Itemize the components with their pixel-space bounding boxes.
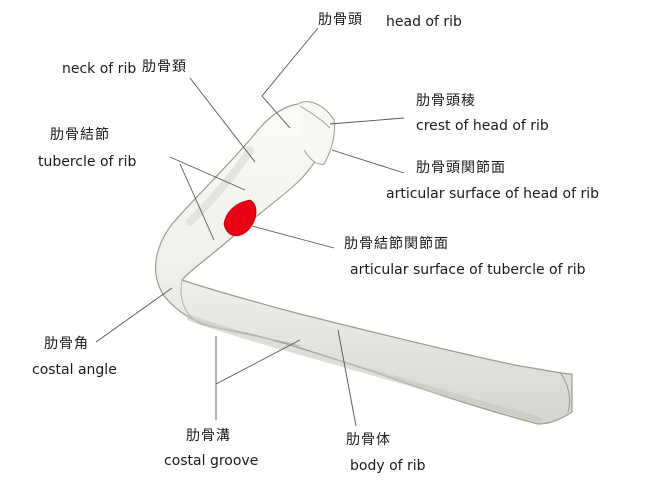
rib-head-end: [297, 101, 335, 165]
label-head-of-rib-jp: 肋骨頭: [318, 12, 363, 28]
leader-lines: [95, 27, 405, 427]
rib-shading-neck: [186, 146, 254, 226]
label-neck-of-rib-en: neck of rib: [62, 61, 137, 77]
label-articular-tubercle-jp: 肋骨結節関節面: [344, 236, 449, 252]
leader-head-of-rib: [261, 27, 319, 129]
rib-sternal-end: [559, 371, 571, 413]
label-articular-head-en: articular surface of head of rib: [386, 186, 599, 202]
label-body-of-rib-jp: 肋骨体: [346, 432, 391, 448]
label-costal-groove-jp: 肋骨溝: [186, 428, 231, 444]
label-tubercle-jp: 肋骨結節: [50, 127, 110, 143]
leader-tubercle: [169, 156, 246, 191]
leader-articular-head: [331, 149, 405, 174]
label-neck-of-rib-jp: 肋骨頚: [142, 59, 187, 75]
leader-tubercle-2: [179, 163, 215, 241]
label-crest-of-head-en: crest of head of rib: [416, 118, 549, 134]
label-body-of-rib-en: body of rib: [350, 458, 426, 474]
leader-costal-angle: [95, 287, 173, 343]
crest-of-head-line: [299, 105, 331, 129]
label-head-of-rib-en: head of rib: [386, 14, 462, 30]
label-articular-head-jp: 肋骨頭関節面: [416, 160, 506, 176]
rib-shading-lower: [187, 315, 543, 423]
leader-neck-of-rib: [189, 77, 256, 163]
label-articular-tubercle-en: articular surface of tubercle of rib: [350, 262, 586, 278]
leader-crest-of-head: [329, 117, 405, 125]
leader-body-of-rib: [337, 329, 357, 427]
label-costal-angle-jp: 肋骨角: [44, 336, 89, 352]
label-tubercle-en: tubercle of rib: [38, 154, 137, 170]
leader-costal-groove-2: [215, 339, 301, 385]
label-crest-of-head-jp: 肋骨頭稜: [416, 93, 476, 109]
leader-articular-tubercle: [251, 225, 335, 249]
rib-bone: [154, 102, 573, 425]
label-costal-angle-en: costal angle: [32, 362, 117, 378]
tubercle-articular-facet: [223, 199, 257, 237]
label-costal-groove-en: costal groove: [164, 453, 259, 469]
